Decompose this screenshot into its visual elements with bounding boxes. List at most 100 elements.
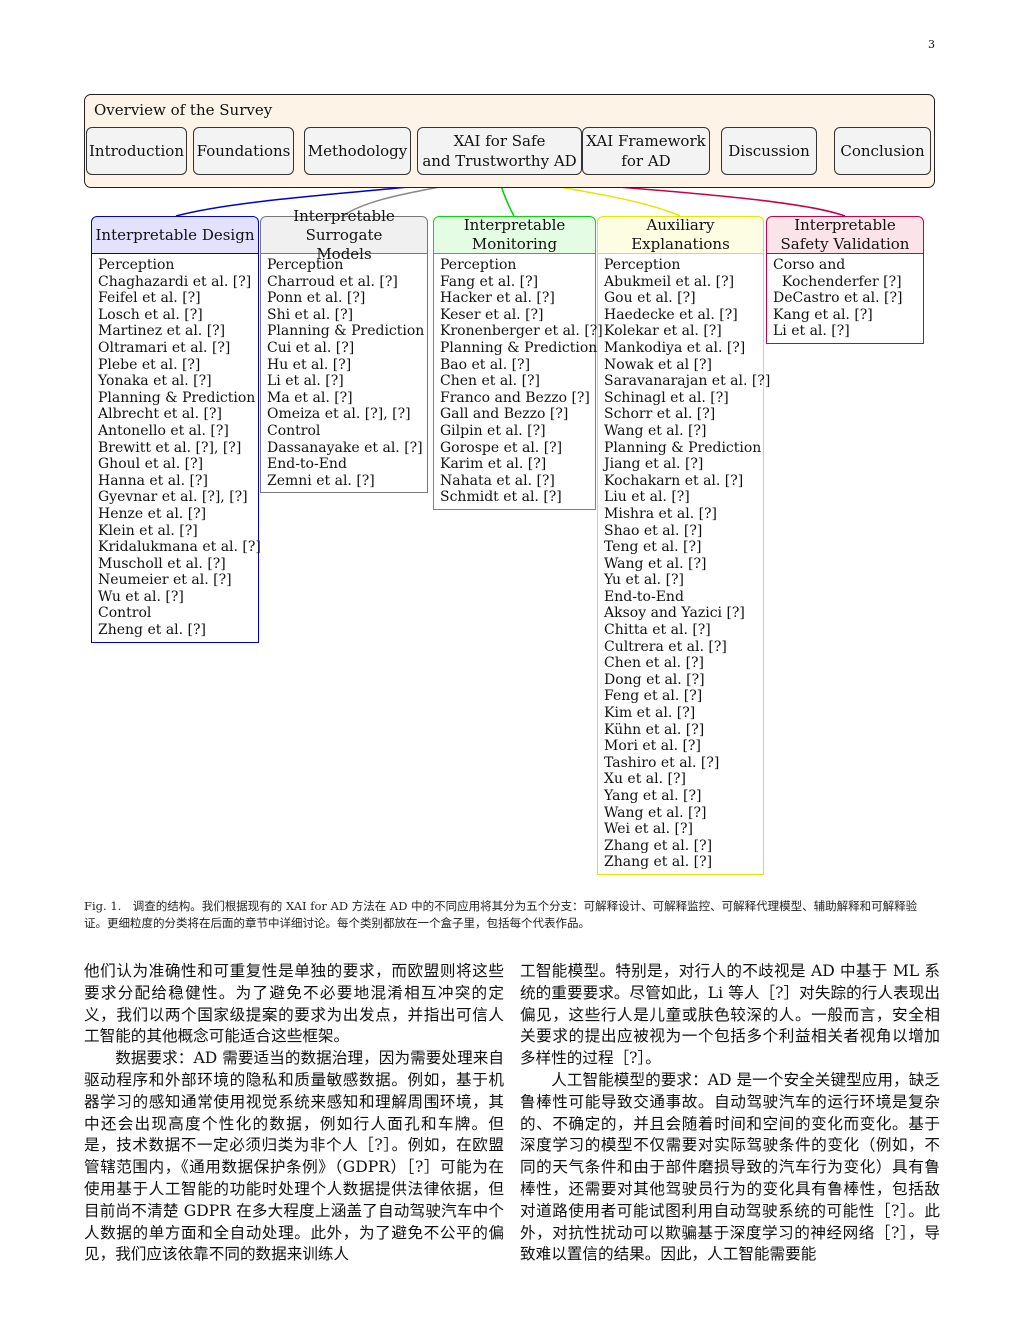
list-item: Plebe et al. [?] bbox=[98, 356, 201, 373]
list-item: Ma et al. [?] bbox=[267, 389, 353, 406]
list-item: Yang et al. [?] bbox=[604, 788, 702, 804]
list-item: Wei et al. [?] bbox=[604, 821, 693, 838]
list-item: Ponn et al. [?] bbox=[267, 290, 366, 307]
section-methodology: Methodology bbox=[304, 127, 411, 175]
body-column-left: 他们认为准确性和可重复性是单独的要求，而欧盟则将这些要求分配给稳健性。为了避免不… bbox=[84, 961, 504, 1266]
list-item: Kridalukmana et al. [?] bbox=[98, 539, 261, 556]
list-item: Gou et al. [?] bbox=[604, 290, 696, 307]
list-item: Kolekar et al. [?] bbox=[604, 323, 722, 340]
list-item: Bao et al. [?] bbox=[440, 356, 531, 373]
paragraph: 数据要求：AD 需要适当的数据治理，因为需要处理来自驱动程序和外部环境的隐私和质… bbox=[84, 1049, 504, 1264]
list-item: Kochenderfer [?] bbox=[773, 273, 902, 290]
list-item: Dong et al. [?] bbox=[604, 671, 705, 688]
list-item: Brewitt et al. [?], [?] bbox=[98, 439, 242, 456]
list-item: Abukmeil et al. [?] bbox=[604, 273, 735, 290]
list-item: End-to-End bbox=[267, 456, 347, 473]
list-item: Planning & Prediction bbox=[440, 339, 598, 356]
section-introduction: Introduction bbox=[86, 127, 187, 175]
list-item: Li et al. [?] bbox=[773, 323, 850, 340]
list-item: Schinagl et al. [?] bbox=[604, 389, 729, 406]
paragraph: 他们认为准确性和可重复性是单独的要求，而欧盟则将这些要求分配给稳健性。为了避免不… bbox=[84, 962, 504, 1046]
list-item: Dassanayake et al. [?] bbox=[267, 439, 423, 456]
list-item: Wang et al. [?] bbox=[604, 804, 707, 821]
figure-caption: Fig. 1. 调查的结构。我们根据现有的 XAI for AD 方法在 AD … bbox=[84, 899, 918, 930]
list-item: Xu et al. [?] bbox=[604, 771, 686, 788]
list-item: Martinez et al. [?] bbox=[98, 323, 226, 340]
list-item: Gilpin et al. [?] bbox=[440, 422, 546, 439]
list-item: Schmidt et al. [?] bbox=[440, 489, 562, 506]
list-item: Hanna et al. [?] bbox=[98, 472, 208, 489]
list-item: Nahata et al. [?] bbox=[440, 472, 555, 489]
list-item: Zhang et al. [?] bbox=[604, 837, 713, 854]
list-item: Wang et al. [?] bbox=[604, 422, 707, 439]
list-item: Mankodiya et al. [?] bbox=[604, 339, 746, 356]
list-item: Planning & Prediction bbox=[604, 439, 762, 456]
list-item: Chitta et al. [?] bbox=[604, 622, 711, 639]
list-item: Planning & Prediction bbox=[267, 323, 425, 340]
list-item: Muscholl et al. [?] bbox=[98, 555, 226, 572]
list-item: Zheng et al. [?] bbox=[98, 622, 206, 639]
list-item: Shao et al. [?] bbox=[604, 522, 703, 539]
list-item: Wu et al. [?] bbox=[98, 588, 184, 605]
list-item: Gorospe et al. [?] bbox=[440, 439, 563, 456]
list-item: Shi et al. [?] bbox=[267, 306, 354, 323]
list-item: Karim et al. [?] bbox=[440, 456, 547, 473]
list-item: Chen et al. [?] bbox=[440, 373, 540, 390]
list-item: Feifel et al. [?] bbox=[98, 290, 201, 307]
section-discussion: Discussion bbox=[721, 127, 817, 175]
list-item: Fang et al. [?] bbox=[440, 273, 539, 290]
list-item: Zhang et al. [?] bbox=[604, 854, 713, 871]
list-item: Li et al. [?] bbox=[267, 373, 344, 390]
list-item: Omeiza et al. [?], [?] bbox=[267, 406, 411, 423]
paragraph: 人工智能模型的要求：AD 是一个安全关键型应用，缺乏鲁棒性可能导致交通事故。自动… bbox=[520, 1070, 940, 1264]
section-conclusion: Conclusion bbox=[834, 127, 931, 175]
paragraph: 工智能模型。特别是，对行人的不歧视是 AD 中基于 ML 系统的重要要求。尽管如… bbox=[520, 962, 940, 1068]
list-item: Kochakarn et al. [?] bbox=[604, 472, 744, 489]
list-item: Perception bbox=[267, 257, 344, 273]
list-item: Oltramari et al. [?] bbox=[98, 339, 231, 356]
list-item: Hacker et al. [?] bbox=[440, 290, 555, 307]
list-item: Teng et al. [?] bbox=[604, 539, 702, 556]
list-item: Aksoy and Yazici [?] bbox=[604, 605, 745, 622]
list-item: Jiang et al. [?] bbox=[604, 456, 704, 473]
list-item: Cui et al. [?] bbox=[267, 339, 355, 356]
list-item: Losch et al. [?] bbox=[98, 306, 203, 323]
category-header-auxiliary-explanations: Auxiliary Explanations bbox=[597, 216, 764, 254]
list-item: Planning & Prediction bbox=[98, 389, 256, 406]
list-item: Schorr et al. [?] bbox=[604, 406, 716, 423]
list-item: Zemni et al. [?] bbox=[267, 472, 375, 489]
category-header-interpretable-surrogate-models: Interpretable Surrogate Models bbox=[260, 207, 428, 263]
list-item: Franco and Bezzo [?] bbox=[440, 389, 590, 406]
list-item: Mori et al. [?] bbox=[604, 738, 701, 755]
list-item: Chaghazardi et al. [?] bbox=[98, 273, 252, 290]
list-item: Gyevnar et al. [?], [?] bbox=[98, 489, 248, 506]
body-column-right: 工智能模型。特别是，对行人的不歧视是 AD 中基于 ML 系统的重要要求。尽管如… bbox=[520, 961, 940, 1266]
list-item: Wang et al. [?] bbox=[604, 555, 707, 572]
list-item: Keser et al. [?] bbox=[440, 306, 544, 323]
list-item: Yu et al. [?] bbox=[604, 572, 685, 589]
list-item: Control bbox=[98, 605, 152, 622]
list-item: Mishra et al. [?] bbox=[604, 505, 718, 522]
list-item: Control bbox=[267, 422, 321, 439]
list-item: Tashiro et al. [?] bbox=[604, 754, 720, 771]
section-foundations: Foundations bbox=[193, 127, 294, 175]
list-item: Henze et al. [?] bbox=[98, 505, 207, 522]
list-item: Cultrera et al. [?] bbox=[604, 638, 727, 655]
list-item: Hu et al. [?] bbox=[267, 356, 352, 373]
list-item: Gall and Bezzo [?] bbox=[440, 406, 569, 423]
list-item: Liu et al. [?] bbox=[604, 489, 690, 506]
list-item: Kim et al. [?] bbox=[604, 705, 696, 722]
list-item: Nowak et al [?] bbox=[604, 356, 713, 373]
list-item: Chen et al. [?] bbox=[604, 655, 704, 672]
category-header-interpretable-design: Interpretable Design bbox=[91, 216, 259, 254]
list-item: DeCastro et al. [?] bbox=[773, 290, 903, 307]
list-item: Klein et al. [?] bbox=[98, 522, 198, 539]
category-header-interpretable-monitoring: Interpretable Monitoring bbox=[433, 216, 596, 254]
list-item: End-to-End bbox=[604, 588, 684, 605]
list-item: Feng et al. [?] bbox=[604, 688, 703, 705]
category-header-interpretable-safety-validation: Interpretable Safety Validation bbox=[766, 216, 924, 254]
list-item: Kronenberger et al. [?] bbox=[440, 323, 603, 340]
